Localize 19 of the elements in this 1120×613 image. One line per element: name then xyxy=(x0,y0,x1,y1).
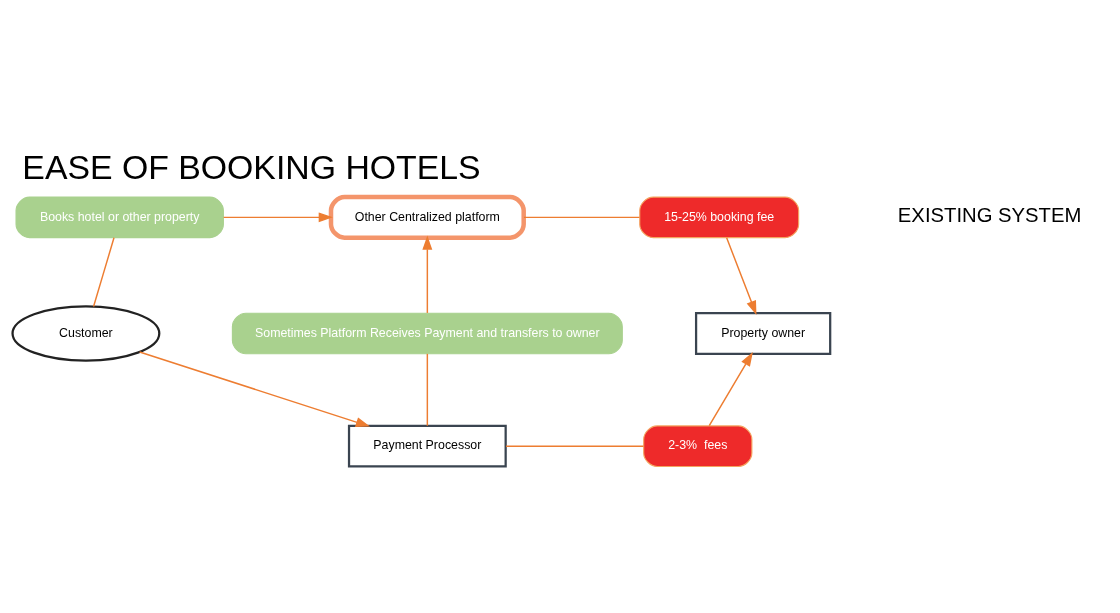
arrow xyxy=(138,350,370,427)
connector xyxy=(523,216,641,218)
diagram-title: EASE OF BOOKING HOTELS xyxy=(22,147,481,186)
node-box: Property owner xyxy=(694,311,832,355)
arrow xyxy=(422,235,433,314)
node-box: Payment Processor xyxy=(347,424,507,468)
connector xyxy=(92,236,115,307)
node-box: 15-25% booking fee xyxy=(639,196,800,238)
node-box: Sometimes Platform Receives Payment and transfers to owner xyxy=(231,312,623,354)
node-ellipse: Customer xyxy=(11,304,161,362)
node-box: 2-3% fees xyxy=(643,424,753,467)
node-box: Other Centralized platform xyxy=(328,194,526,240)
label: EXISTING SYSTEM xyxy=(897,203,1082,226)
connector xyxy=(426,352,429,426)
connector xyxy=(505,444,645,447)
arrow xyxy=(725,236,757,315)
arrow xyxy=(708,351,753,426)
node-box: Books hotel or other property xyxy=(15,196,224,238)
arrow xyxy=(222,211,333,222)
